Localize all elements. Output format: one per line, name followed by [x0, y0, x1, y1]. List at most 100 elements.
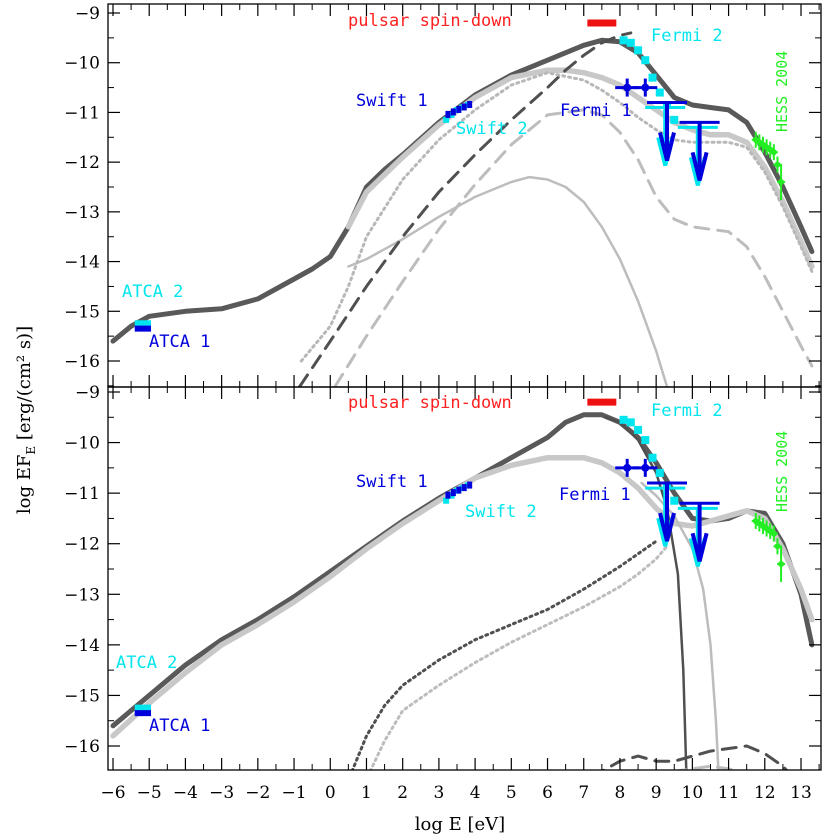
fermi-2-point — [648, 73, 657, 82]
y-tick-label: −11 — [64, 103, 100, 123]
x-tick-label: 13 — [790, 783, 812, 803]
fermi-2-point — [670, 115, 679, 124]
series-line-thin-light — [640, 481, 720, 770]
x-axis-title: log E [eV] — [415, 814, 505, 835]
fermi-1-point — [623, 463, 632, 472]
label-hess-2004: HESS 2004 — [773, 51, 791, 132]
x-tick-label: 5 — [506, 783, 517, 803]
y-tick-label: −16 — [64, 737, 100, 757]
x-tick-label: 0 — [325, 783, 336, 803]
x-tick-label: 10 — [682, 783, 704, 803]
label-swift-1: Swift 1 — [356, 472, 428, 492]
fermi-2-point — [626, 418, 635, 427]
label-swift-1: Swift 1 — [356, 91, 428, 111]
y-axis-title: log EFE [erg/(cm² s)] — [14, 326, 38, 514]
swift-1-point — [461, 103, 467, 111]
x-tick-label: 6 — [542, 783, 553, 803]
label-fermi-1: Fermi 1 — [559, 485, 631, 505]
swift-1-point — [461, 484, 467, 492]
series-line-dashed-dark — [297, 31, 633, 387]
label-swift-2: Swift 2 — [465, 502, 537, 522]
fermi-2-point — [619, 36, 628, 45]
hess-2004-point — [778, 179, 785, 186]
y-tick-label: −15 — [64, 302, 100, 322]
label-atca-1: ATCA 1 — [149, 716, 210, 736]
swift-2-point — [443, 497, 450, 504]
fermi-2-point — [655, 468, 664, 477]
series-line-dashed-dark — [601, 744, 789, 770]
label-atca-1: ATCA 1 — [149, 332, 210, 352]
swift-1-point — [445, 491, 451, 499]
y-tick-label: −14 — [64, 636, 100, 656]
y-tick-label: −12 — [64, 153, 100, 173]
hess-2004-point — [778, 560, 785, 567]
series-line-thick-light — [110, 454, 815, 739]
x-tick-label: 11 — [718, 783, 740, 803]
series-line-dashed-light — [332, 108, 814, 387]
fermi-2-point — [634, 46, 643, 55]
hess-2004-point — [770, 530, 777, 537]
label-fermi-2: Fermi 2 — [651, 26, 723, 46]
plot-frame — [107, 386, 822, 771]
x-tick-label: 7 — [578, 783, 589, 803]
fermi-2-point — [648, 453, 657, 462]
swift-1-point — [445, 110, 451, 118]
y-tick-label: −13 — [64, 585, 100, 605]
y-tick-label: −11 — [64, 484, 100, 504]
y-tick-label: −15 — [64, 686, 100, 706]
y-tick-label: −10 — [64, 54, 100, 74]
y-axis-title-main: log EF — [14, 455, 35, 514]
fermi-1-point — [641, 83, 650, 92]
x-tick-label: 12 — [754, 783, 776, 803]
fermi-1-upper-limit-arrowhead — [690, 151, 709, 181]
hess-2004-point — [774, 543, 781, 550]
x-tick-label: 2 — [397, 783, 408, 803]
x-tick-label: −4 — [173, 783, 198, 803]
x-tick-label: 3 — [433, 783, 444, 803]
plot-area — [110, 19, 815, 387]
x-tick-label: 1 — [361, 783, 372, 803]
fermi-1-upper-limit-arrowhead — [690, 532, 709, 562]
swift-1-point — [450, 489, 456, 497]
swift-2-point — [443, 116, 450, 123]
swift-1-point — [456, 105, 462, 113]
y-tick-label: −12 — [64, 535, 100, 555]
x-tick-label: −3 — [209, 783, 234, 803]
fermi-1-point — [641, 463, 650, 472]
y-tick-label: −9 — [75, 383, 100, 403]
x-tick-label: −5 — [137, 783, 162, 803]
y-tick-label: −9 — [75, 4, 100, 24]
hess-2004-point — [770, 149, 777, 156]
series-line-dotted-light — [299, 71, 814, 363]
x-tick-label: 9 — [651, 783, 662, 803]
swift-1-point — [456, 486, 462, 494]
x-tick-label: 8 — [615, 783, 626, 803]
series-line-dotted-dark — [350, 539, 658, 770]
series-line-thin-light — [347, 175, 669, 387]
fermi-2-point — [634, 425, 643, 434]
fermi-1-upper-limit-arrowhead — [658, 132, 676, 161]
label-atca-2: ATCA 2 — [116, 653, 177, 673]
fermi-2-point — [641, 56, 650, 65]
label-swift-2: Swift 2 — [456, 119, 528, 139]
fermi-2-point — [670, 496, 679, 505]
series-line-thin-dark — [604, 416, 688, 770]
x-tick-label: 4 — [470, 783, 481, 803]
label-fermi-2: Fermi 2 — [651, 401, 723, 421]
fermi-1-point — [623, 83, 632, 92]
x-tick-label: −1 — [282, 783, 307, 803]
fermi-2-point — [655, 88, 664, 97]
fermi-1-upper-limit-arrowhead — [658, 512, 676, 542]
swift-1-point — [450, 108, 456, 116]
label-fermi-1: Fermi 1 — [560, 101, 632, 121]
fermi-2-point — [626, 38, 635, 47]
hess-2004-point — [774, 161, 781, 168]
label-atca-2: ATCA 2 — [122, 282, 183, 302]
y-tick-label: −13 — [64, 203, 100, 223]
label-pulsar-spin-down: pulsar spin-down — [348, 393, 512, 413]
fermi-2-point — [619, 415, 628, 424]
